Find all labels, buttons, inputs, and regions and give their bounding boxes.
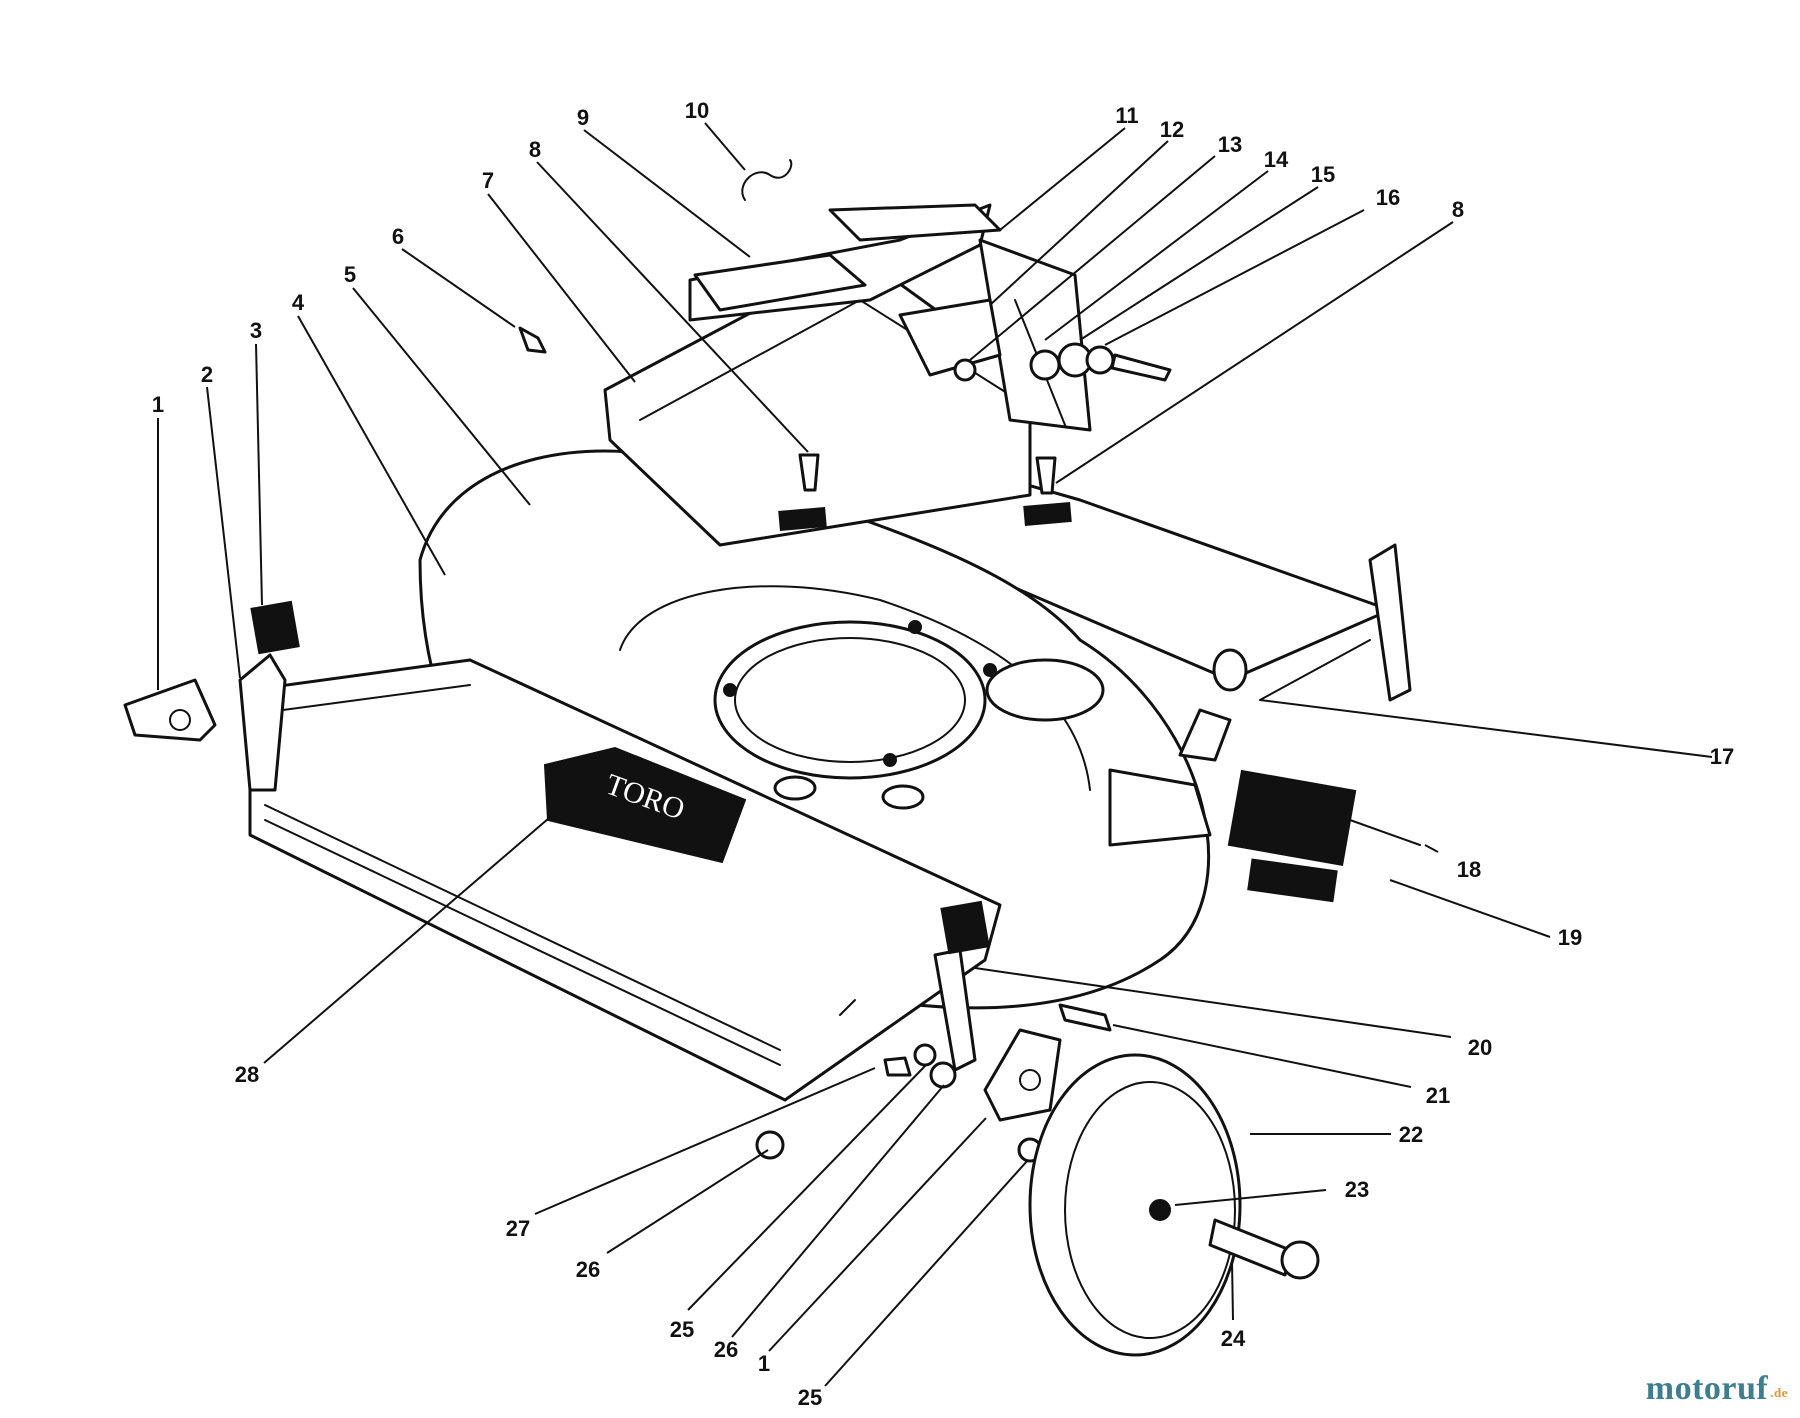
callout-22: 22 — [1399, 1122, 1423, 1147]
watermark-name: motoruf — [1645, 1370, 1769, 1407]
front-wheel-assembly — [755, 900, 1320, 1357]
engine-opening — [713, 620, 1105, 810]
callout-23: 23 — [1345, 1177, 1369, 1202]
callout-17: 17 — [1710, 744, 1734, 769]
callout-26: 26 — [714, 1337, 738, 1362]
leader-lines — [157, 122, 1713, 1387]
left-height-adjuster — [123, 600, 300, 792]
callout-25: 25 — [798, 1385, 822, 1410]
callout-13: 13 — [1218, 132, 1242, 157]
callout-20: 20 — [1468, 1035, 1492, 1060]
callout-15: 15 — [1311, 162, 1335, 187]
callout-26b: 26 — [576, 1257, 600, 1282]
torsion-spring — [741, 159, 793, 201]
callout-9: 9 — [577, 105, 589, 130]
callout-5: 5 — [344, 262, 356, 287]
callout-8b: 8 — [1452, 197, 1464, 222]
callout-2: 2 — [201, 362, 213, 387]
callout-4: 4 — [292, 290, 305, 315]
callout-10: 10 — [685, 98, 709, 123]
callout-28: 28 — [235, 1062, 259, 1087]
toro-nameplate: TORO — [543, 746, 747, 864]
callout-14: 14 — [1264, 147, 1289, 172]
callout-6: 6 — [392, 224, 404, 249]
callout-1: 1 — [152, 392, 164, 417]
housing-vents — [1108, 708, 1232, 847]
screws — [518, 326, 1057, 495]
motoruf-watermark: motoruf.de — [1646, 1370, 1788, 1408]
callout-1b: 1 — [758, 1351, 770, 1376]
callout-21: 21 — [1426, 1083, 1450, 1108]
watermark-tld: .de — [1770, 1385, 1788, 1400]
rear-door-handle — [688, 203, 1002, 322]
callout-8: 8 — [529, 137, 541, 162]
callout-7: 7 — [482, 168, 494, 193]
callout-3: 3 — [250, 318, 262, 343]
rear-axle-assembly — [1212, 543, 1421, 903]
callout-19: 19 — [1558, 925, 1582, 950]
callout-18: 18 — [1457, 857, 1481, 882]
callout-labels: 1 2 3 4 5 6 7 8 9 10 11 12 13 14 15 16 8… — [152, 98, 1734, 1410]
callout-27: 27 — [506, 1216, 530, 1241]
callout-11: 11 — [1115, 103, 1138, 128]
callout-16: 16 — [1376, 185, 1400, 210]
callout-25b: 25 — [670, 1317, 694, 1342]
callout-12: 12 — [1160, 117, 1184, 142]
callout-24: 24 — [1221, 1326, 1246, 1351]
